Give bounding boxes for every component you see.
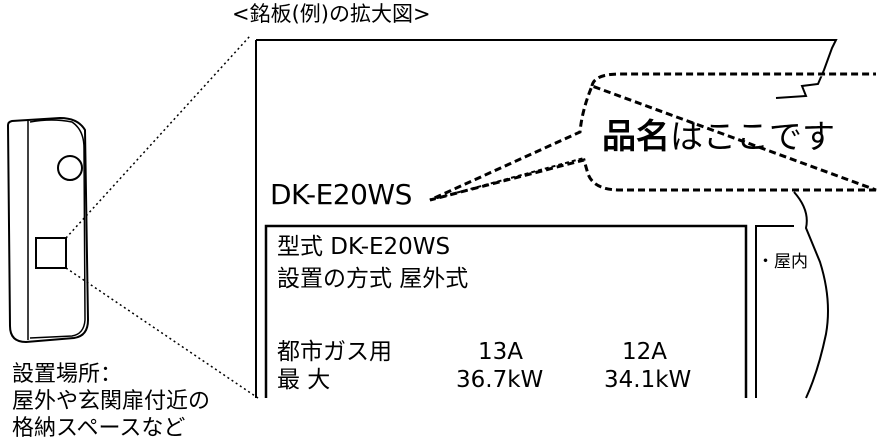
callout-strong: 品名 (602, 117, 670, 157)
install-line: 設置の方式 屋外式 (277, 266, 469, 292)
callout-rest: はここです (670, 117, 835, 156)
callout-text: 品名はここです (602, 120, 835, 154)
enlarged-plate (255, 39, 838, 399)
model-line: 型式 DK-E20WS (277, 234, 451, 260)
location-note-line-2: 屋外や玄関扉付近の (12, 389, 211, 414)
nameplate-location-marker (35, 237, 67, 269)
location-note-line-1: 設置場所： (12, 362, 123, 387)
water-heater-unit (6, 116, 90, 344)
model-heading: DK-E20WS (270, 178, 412, 211)
spec-table (264, 224, 748, 398)
gas-label: 都市ガス用 (277, 339, 392, 365)
projection-line-top (65, 35, 251, 239)
location-note-line-3: 格納スペースなど (12, 416, 186, 441)
max-label: 最 大 (277, 367, 331, 393)
max-12a: 34.1kW (604, 367, 692, 393)
gas-12a: 12A (622, 339, 668, 365)
side-panel-label: ・屋内 (757, 252, 808, 272)
diagram-title: <銘板(例)の拡大図> (232, 2, 431, 26)
gas-13a: 13A (478, 339, 524, 365)
burner-window-icon (57, 155, 83, 181)
max-13a: 36.7kW (456, 367, 544, 393)
callout-bubble (429, 72, 877, 202)
projection-line-bottom (65, 267, 259, 399)
side-panel (755, 225, 794, 398)
